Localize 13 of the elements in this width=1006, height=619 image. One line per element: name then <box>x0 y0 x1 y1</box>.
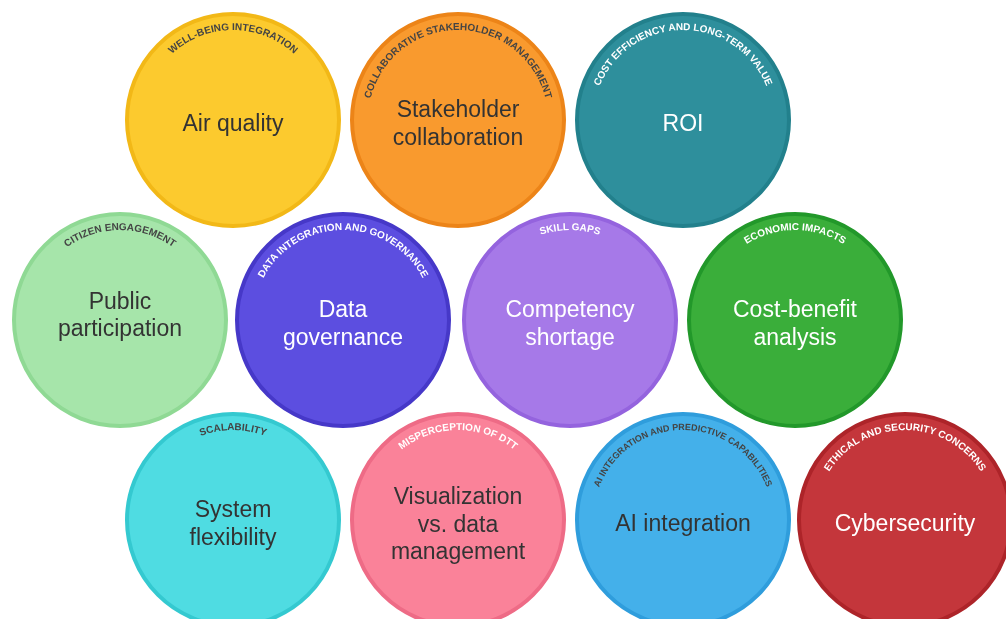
topic-label: Competency shortage <box>504 296 636 352</box>
topic-label: ROI <box>661 110 705 138</box>
circle-heading: SCALABILITY <box>197 420 269 438</box>
topic-label: Cost-benefit analysis <box>732 296 858 352</box>
topic-label: Visualization vs. data management <box>389 482 527 566</box>
topic-label: System flexibility <box>188 496 278 552</box>
topic-label: AI integration <box>614 510 752 538</box>
topic-label: Data governance <box>281 296 405 352</box>
topic-label: Public participation <box>57 288 183 344</box>
circle-heading: SKILL GAPS <box>538 220 602 237</box>
topic-label: Cybersecurity <box>833 510 977 538</box>
topic-label: Stakeholder collaboration <box>392 96 524 152</box>
topic-label: Air quality <box>181 110 285 138</box>
